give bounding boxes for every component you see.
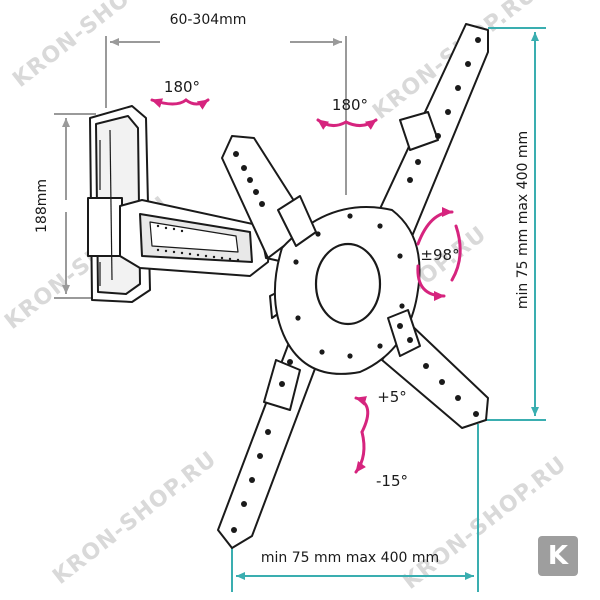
watermark-text: KRON-SHOP.RU — [48, 447, 221, 590]
swivel-label: ±98° — [420, 246, 459, 264]
tilt-up-label: +5° — [377, 388, 407, 406]
swing-arm — [119, 199, 301, 319]
top-width-dimension: 60-304mm — [105, 12, 347, 195]
height-label: 188mm — [34, 179, 50, 233]
top-width-label: 60-304mm — [170, 12, 247, 28]
vesa-vertical-dimension: min 75 mm max 400 mm — [480, 27, 546, 421]
rotation-left-label: 180° — [164, 78, 200, 96]
rotation-arrow-right — [316, 118, 378, 130]
tilt-down-label: -15° — [376, 472, 408, 490]
tilt-arrows — [354, 396, 370, 474]
brand-logo: K — [538, 536, 578, 576]
rotation-right-label: 180° — [332, 96, 368, 114]
watermark-text: KRON-SHOP.RU — [8, 0, 181, 93]
height-dimension: 188mm — [34, 113, 96, 299]
swivel-arrows — [416, 207, 462, 301]
vesa-horizontal-dimension: min 75 mm max 400 mm — [231, 424, 479, 592]
vesa-horizontal-label: min 75 mm max 400 mm — [261, 550, 439, 566]
vesa-vertical-label: min 75 mm max 400 mm — [515, 131, 531, 309]
vesa-holes — [231, 37, 481, 533]
rotation-arrow-left — [150, 98, 210, 110]
